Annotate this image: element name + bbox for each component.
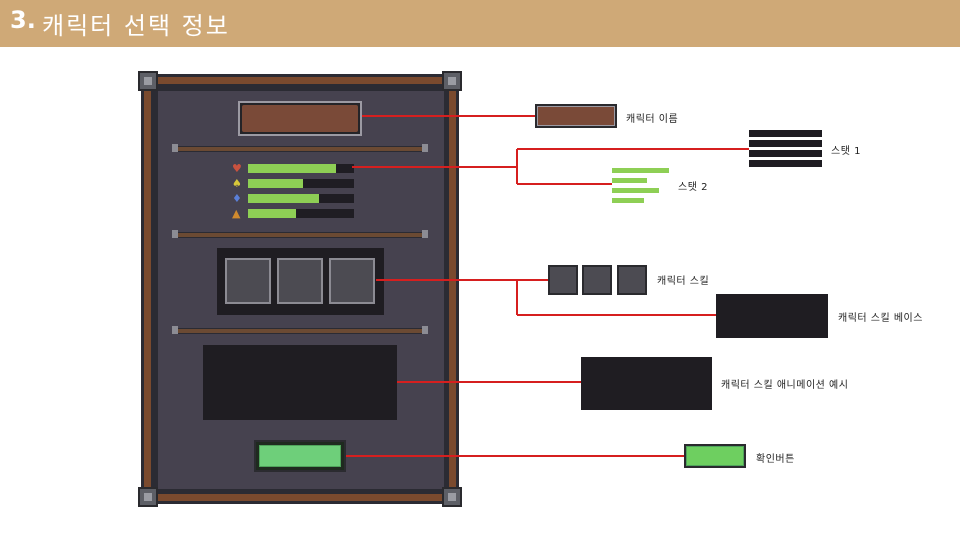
skill-slots-container bbox=[217, 248, 384, 315]
stat-bar-fill bbox=[248, 164, 336, 173]
example-skill-slot bbox=[617, 265, 647, 295]
example-stat-fill bbox=[612, 188, 659, 193]
label-character-name: 캐릭터 이름 bbox=[626, 114, 679, 125]
stat-bar bbox=[248, 209, 354, 218]
example-stat-bar bbox=[749, 150, 822, 157]
section-number: 3. bbox=[10, 6, 36, 34]
heart-icon: ♥ bbox=[232, 162, 242, 175]
divider bbox=[172, 326, 428, 334]
label-confirm-button: 확인버튼 bbox=[756, 454, 795, 465]
example-skill-slot bbox=[548, 265, 578, 295]
divider bbox=[172, 144, 428, 152]
example-stat-bar bbox=[749, 160, 822, 167]
header-bar: 3. 캐릭터 선택 정보 bbox=[0, 0, 960, 47]
skill-animation-preview bbox=[203, 345, 397, 420]
label-character-skill: 캐릭터 스킬 bbox=[657, 276, 710, 287]
skill-slot-1[interactable] bbox=[225, 258, 271, 304]
character-name-plate bbox=[238, 101, 362, 136]
stat-bar bbox=[248, 164, 354, 173]
frame-corner-bottom-left bbox=[138, 487, 158, 507]
skill-slot-2[interactable] bbox=[277, 258, 323, 304]
page-title: 캐릭터 선택 정보 bbox=[42, 12, 230, 40]
boot-icon: ▲ bbox=[232, 207, 241, 220]
example-stat-fill bbox=[612, 168, 669, 173]
label-stat-2: 스탯 2 bbox=[678, 182, 708, 193]
stat-bar-fill bbox=[248, 179, 303, 188]
stat-bar bbox=[248, 194, 354, 203]
example-skill-animation bbox=[581, 357, 712, 410]
stat-bar-fill bbox=[248, 194, 319, 203]
example-stat-fill bbox=[612, 198, 644, 203]
example-skill-slot bbox=[582, 265, 612, 295]
example-stat-bar bbox=[749, 140, 822, 147]
example-skill-base bbox=[716, 294, 828, 338]
example-name-plate bbox=[535, 104, 617, 128]
divider bbox=[172, 230, 428, 238]
label-skill-animation: 캐릭터 스킬 애니메이션 예시 bbox=[721, 380, 849, 391]
skill-slot-3[interactable] bbox=[329, 258, 375, 304]
label-skill-base: 캐릭터 스킬 베이스 bbox=[838, 313, 923, 324]
confirm-button[interactable] bbox=[254, 440, 346, 472]
frame-corner-top-left bbox=[138, 71, 158, 91]
armor-icon: ♦ bbox=[232, 192, 242, 205]
stat-bar-fill bbox=[248, 209, 296, 218]
attack-icon: ♠ bbox=[232, 177, 242, 190]
frame-corner-bottom-right bbox=[442, 487, 462, 507]
example-confirm-button bbox=[684, 444, 746, 468]
example-stat-bar bbox=[749, 130, 822, 137]
example-stat-fill bbox=[612, 178, 647, 183]
label-stat-1: 스탯 1 bbox=[831, 146, 861, 157]
frame-corner-top-right bbox=[442, 71, 462, 91]
stat-bar bbox=[248, 179, 354, 188]
